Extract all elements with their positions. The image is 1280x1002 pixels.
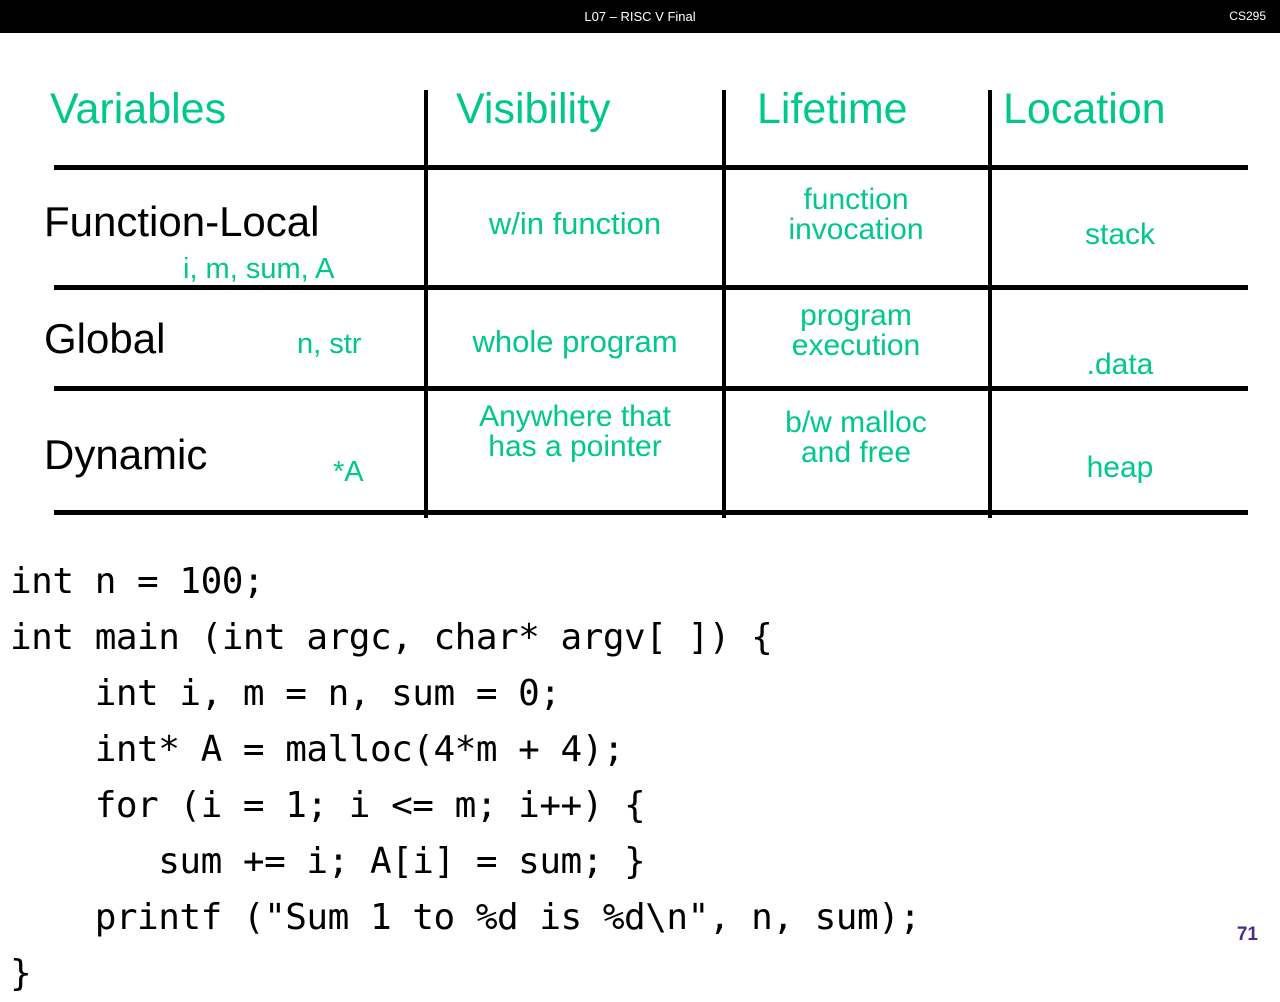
- row-2-location: .data: [1086, 348, 1154, 381]
- row-3-category-name: Dynamic: [44, 431, 208, 478]
- row-2-variable-list: n, str: [297, 328, 362, 360]
- row-divider-2: [54, 386, 1248, 391]
- slide-number: 71: [1236, 924, 1258, 945]
- row-2-category-name: Global: [44, 315, 166, 362]
- row-3-visibility: Anywhere that has a pointer: [479, 400, 671, 463]
- row-2-lifetime: program execution: [791, 299, 921, 362]
- row-1-category-name: Function-Local: [44, 198, 320, 245]
- row-divider-1: [54, 285, 1248, 290]
- row-1-visibility: w/in function: [488, 206, 662, 241]
- column-divider-3: [988, 90, 992, 518]
- row-3-variable-list: *A: [333, 456, 364, 488]
- column-header-lifetime: Lifetime: [757, 85, 908, 133]
- row-divider-3: [54, 510, 1248, 515]
- row-1-lifetime: function invocation: [788, 183, 924, 246]
- slide-title: L07 – RISC V Final: [584, 9, 696, 24]
- row-divider-header: [54, 165, 1248, 170]
- variables-classification-table: Variables Visibility Lifetime Location F…: [0, 33, 1280, 523]
- column-header-variables: Variables: [50, 85, 227, 133]
- row-3-lifetime: b/w malloc and free: [785, 406, 927, 469]
- column-header-visibility: Visibility: [456, 85, 611, 133]
- row-1-location: stack: [1084, 218, 1156, 251]
- column-divider-1: [424, 90, 428, 518]
- column-divider-2: [722, 90, 726, 518]
- row-2-visibility: whole program: [472, 324, 678, 359]
- slide-header-bar: L07 – RISC V Final CS295: [0, 0, 1280, 33]
- course-code-label: CS295: [1229, 9, 1266, 23]
- c-code-listing: int n = 100; int main (int argc, char* a…: [10, 561, 921, 994]
- row-3-location: heap: [1086, 451, 1154, 484]
- column-header-location: Location: [1003, 85, 1166, 133]
- row-1-variable-list: i, m, sum, A: [183, 253, 335, 285]
